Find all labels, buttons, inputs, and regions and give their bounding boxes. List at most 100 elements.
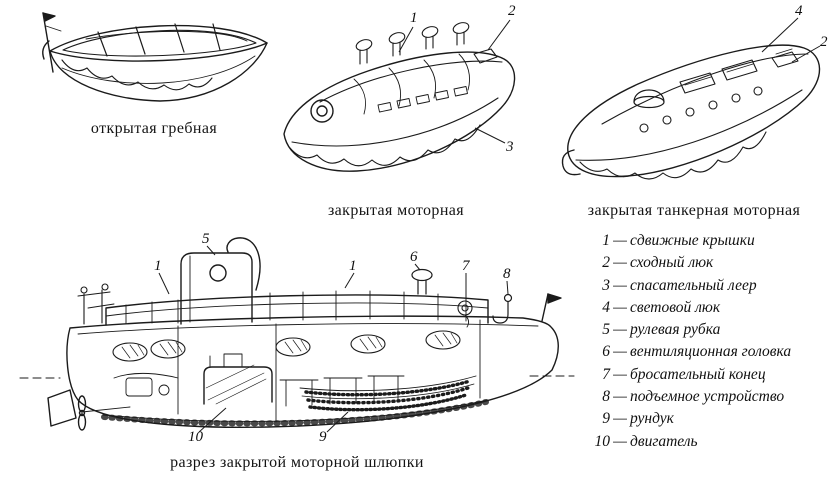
locker-band [299,375,477,412]
engine [203,353,273,405]
stern-davit-frame [77,283,115,325]
legend: 1 — сдвижные крышки 2 — сходный люк 3 — … [586,230,836,453]
hull [283,51,516,172]
legend-item-separator: — [613,232,627,249]
hull-profile [66,315,559,428]
callout-number-3: 3 [505,139,514,155]
callout-number-1: 1 [410,10,418,26]
davit-hook [226,237,261,291]
legend-item-number: 6 [602,343,610,361]
callout-leader [761,17,799,53]
legend-item-number: 7 [602,365,610,383]
legend-item-separator: — [613,388,627,406]
legend-item-separator: — [613,276,627,294]
legend-item-label: вентиляционная головка [630,343,792,361]
tanker-motor-boat-drawing: 4 2 [561,3,828,180]
rudder-and-propeller [47,389,131,431]
callouts: 1 2 3 [398,3,516,155]
stern-machinery [113,372,179,397]
legend-item-number: 9 [602,410,610,428]
legend-item: 7 — бросательный конец [586,364,836,386]
open-rowing-boat-drawing [42,12,268,102]
bow-flag [541,293,562,322]
callout-leader [206,245,216,256]
thwart-seats [85,23,248,57]
canopy-ribs [353,53,470,115]
callout-leader [344,272,355,289]
legend-item: 9 — рундук [586,408,836,430]
callout-number-1-right: 1 [349,258,357,274]
legend-item-separator: — [613,254,627,272]
legend-item-number: 10 [594,432,611,450]
throwing-line-coil [457,300,473,328]
legend-item: 5 — рулевая рубка [586,319,836,341]
legend-item-separator: — [613,365,627,383]
bulkheads [177,319,481,423]
legend-item-number: 4 [602,298,610,316]
figure-open-rowing-boat: открытая гребная [28,4,280,138]
callout-number-4: 4 [795,3,803,19]
legend-item-label: подъемное устройство [630,388,785,406]
legend-item-label: световой люк [630,298,721,316]
caption-tanker-motor: закрытая танкерная моторная [587,202,801,219]
callout-number-2: 2 [508,3,516,19]
cabin-windows [377,86,468,113]
dome-vent [633,89,665,109]
lifeline-scallops [289,124,481,167]
callout-number-2: 2 [820,34,828,50]
legend-item-label: бросательный конец [630,365,766,383]
callout-leader [791,45,821,63]
figure-section-closed-motor-boat: 5 1 1 6 7 8 10 9 разрез закрытой моторно… [18,228,576,472]
legend-item-label: сходный люк [630,254,714,272]
callout-leader [198,407,227,433]
caption-section: разрез закрытой моторной шлюпки [170,454,424,471]
callout-number-9: 9 [319,429,327,445]
davit-pole [42,12,62,73]
callout-leader [474,127,506,144]
companion-hatch [473,48,498,64]
callout-leader [326,411,349,433]
vent-head [411,268,433,295]
skylight-hatches [679,59,758,94]
callouts: 4 2 [761,3,828,63]
waterline [19,375,575,379]
closed-motor-boat-drawing: 1 2 3 [283,3,516,172]
callout-number-8: 8 [503,266,511,282]
fore-deck-hatch [310,99,334,123]
legend-item-label: двигатель [630,432,698,450]
caption-open-rowing: открытая гребная [90,120,218,137]
legend-item: 2 — сходный люк [586,252,836,274]
callout-number-5: 5 [202,231,210,247]
roof-vents [355,22,470,65]
section-callouts: 5 1 1 6 7 8 10 9 [154,231,511,445]
legend-item-label: рундук [630,410,674,428]
callout-leader [506,280,509,295]
wheelhouse [180,252,253,325]
legend-item-separator: — [613,298,627,316]
legend-item-label: сдвижные крышки [630,232,755,249]
legend-item-label: рулевая рубка [630,321,721,339]
legend-item-number: 1 [602,232,610,249]
legend-item-separator: — [613,343,627,361]
legend-item: 3 — спасательный леер [586,275,836,297]
legend-item: 1 — сдвижные крышки [586,230,836,252]
callout-leader [487,19,511,51]
section-drawing: 5 1 1 6 7 8 10 9 [19,231,575,445]
callout-leader [158,272,170,295]
legend-item: 8 — подъемное устройство [586,386,836,408]
legend-item-separator: — [613,410,627,428]
legend-item-separator: — [613,432,627,450]
legend-item-separator: — [613,321,627,339]
callout-number-10: 10 [188,429,204,445]
lifeline-scallops [61,59,213,91]
legend-item-label: спасательный леер [630,276,757,294]
callout-number-7: 7 [462,258,471,274]
callout-number-1-left: 1 [154,258,162,274]
cabin-roof-sliding-covers [105,290,489,326]
portholes [639,86,763,133]
legend-item-number: 3 [602,276,610,294]
lifeline-scallops [579,131,767,180]
legend-item-number: 5 [602,321,610,339]
figure-closed-motor-boat: 1 2 3 закрытая моторная [262,2,530,220]
